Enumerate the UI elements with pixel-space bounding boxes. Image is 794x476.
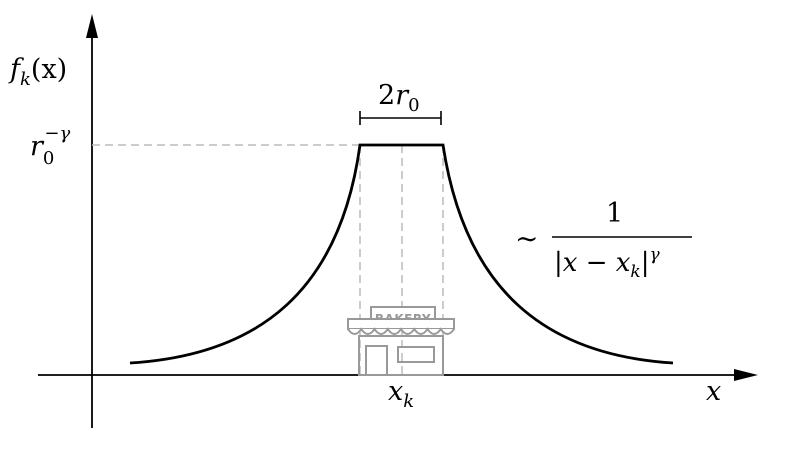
shop-building bbox=[358, 335, 444, 376]
tail-numerator: 1 bbox=[606, 198, 623, 229]
width-label: 2r0 bbox=[378, 80, 420, 116]
bakery-shop-icon: BAKERY bbox=[347, 306, 455, 376]
shop-window bbox=[397, 346, 435, 363]
tail-formula: ∼ 1 |x − xk|γ bbox=[515, 198, 692, 282]
tail-prefix: ∼ bbox=[515, 222, 538, 255]
width-bracket bbox=[359, 111, 442, 125]
decay-curve bbox=[129, 143, 674, 365]
y-axis-label: fk(x) bbox=[8, 54, 67, 90]
peak-value-label: r0−γ bbox=[30, 123, 70, 169]
position-label: xk bbox=[388, 376, 414, 412]
x-axis-arrow bbox=[734, 369, 758, 381]
y-axis-arrow bbox=[86, 14, 98, 38]
shop-door bbox=[365, 345, 388, 376]
tail-denominator: |x − xk|γ bbox=[554, 245, 660, 282]
shop-awning-scallops bbox=[347, 327, 455, 335]
x-axis-label: x bbox=[706, 376, 721, 407]
